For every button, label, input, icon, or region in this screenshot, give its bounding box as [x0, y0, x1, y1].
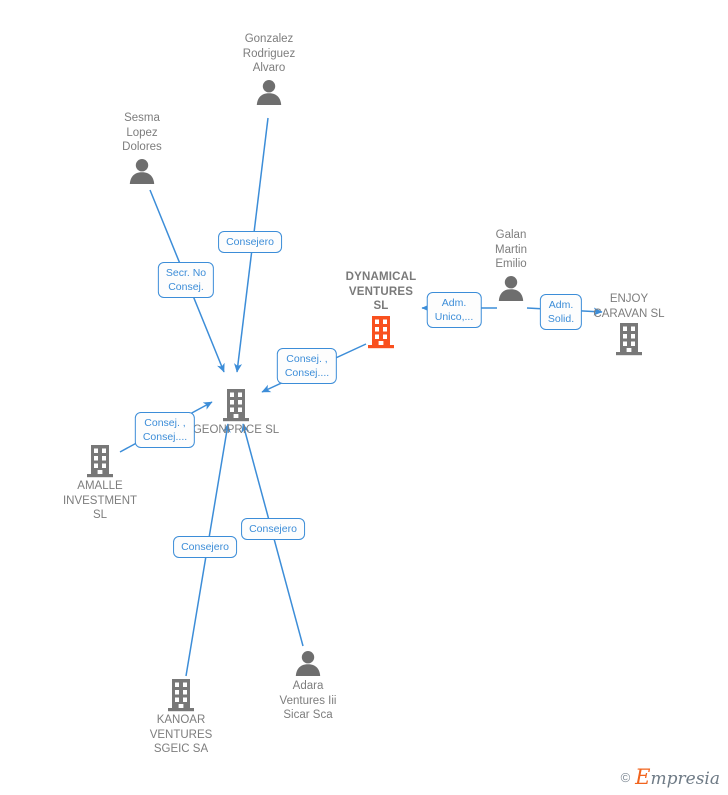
person-icon: [129, 158, 155, 184]
company-icon: [223, 389, 249, 422]
person-icon: [295, 651, 321, 676]
node-label: DYNAMICAL VENTURES SL: [345, 271, 417, 312]
node-label: KANOAR VENTURES SGEIC SA: [149, 714, 213, 755]
brand-rest: mpresia: [650, 769, 721, 789]
node-gonzalez-rodriguez-alvaro[interactable]: Gonzalez Rodriguez Alvaro: [209, 32, 329, 107]
edge-label-adm-solid[interactable]: Adm. Solid.: [539, 294, 583, 330]
node-enjoy-caravan-sl[interactable]: ENJOY CARAVAN SL: [569, 292, 689, 356]
edge-label-consej-dynamical[interactable]: Consej. , Consej....: [276, 348, 338, 384]
node-dynamical-ventures-sl[interactable]: DYNAMICAL VENTURES SL: [321, 270, 441, 349]
company-icon: [87, 445, 113, 478]
edge-label-consejero-gonzalez[interactable]: Consejero: [218, 231, 282, 253]
node-label: Galan Martin Emilio: [495, 229, 527, 270]
node-amalle-investment-sl[interactable]: AMALLE INVESTMENT SL: [40, 444, 160, 523]
node-label: AMALLE INVESTMENT SL: [62, 480, 138, 521]
edge-label-adm-unico[interactable]: Adm. Unico,...: [426, 292, 482, 328]
node-label: GEONPRICE SL: [192, 424, 280, 436]
person-icon: [256, 79, 282, 105]
edge-label-consejero-kanoar[interactable]: Consejero: [173, 536, 237, 558]
node-label: Sesma Lopez Dolores: [122, 112, 162, 153]
brand-initial: E: [635, 765, 651, 789]
node-adara-ventures-iii-sicar-sca[interactable]: Adara Ventures Iii Sicar Sca: [248, 648, 368, 723]
company-icon: [616, 323, 642, 356]
edge-label-consejero-adara[interactable]: Consejero: [241, 518, 305, 540]
node-label: ENJOY CARAVAN SL: [593, 293, 665, 320]
node-sesma-lopez-dolores[interactable]: Sesma Lopez Dolores: [82, 111, 202, 186]
node-label: Gonzalez Rodriguez Alvaro: [242, 33, 296, 74]
node-label: Adara Ventures Iii Sicar Sca: [279, 680, 337, 721]
node-kanoar-ventures-sgeic-sa[interactable]: KANOAR VENTURES SGEIC SA: [121, 678, 241, 757]
company-icon-focal: [368, 315, 394, 348]
edge-label-consej-amalle[interactable]: Consej. , Consej....: [134, 412, 196, 448]
copyright-symbol: ©: [620, 769, 631, 785]
brand-name: Empresia: [635, 765, 720, 789]
company-icon: [168, 679, 194, 712]
node-geonprice-sl[interactable]: GEONPRICE SL: [176, 388, 296, 438]
edge-label-secr-no-consej[interactable]: Secr. No Consej.: [157, 262, 215, 298]
watermark: © Empresia: [621, 765, 720, 789]
node-galan-martin-emilio[interactable]: Galan Martin Emilio: [451, 228, 571, 303]
person-icon: [498, 275, 524, 301]
